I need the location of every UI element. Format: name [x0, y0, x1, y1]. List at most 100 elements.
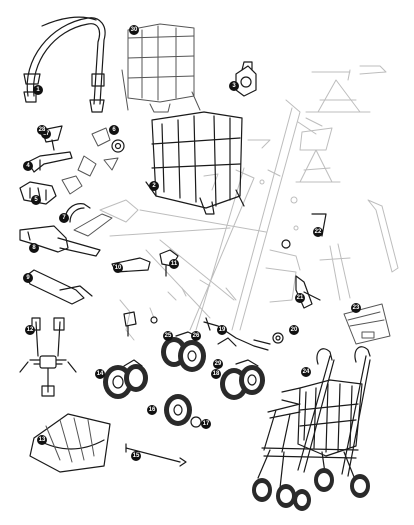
callout-dot	[37, 125, 47, 135]
callout-dot	[217, 325, 227, 335]
callout-dot	[95, 369, 105, 379]
ghost-frame-assembly	[99, 65, 399, 341]
callout-number: 9	[26, 275, 30, 281]
callout-badge-7: 7	[59, 213, 69, 223]
callout-badge-4: 4	[23, 161, 33, 171]
callout-number: 27	[43, 131, 50, 137]
part-bumper-bar	[19, 225, 101, 257]
callout-dot	[29, 243, 39, 253]
callout-number: 26	[193, 333, 200, 339]
callout-badge-25: 25	[163, 331, 173, 341]
callout-badge-6: 6	[109, 125, 119, 135]
callout-badge-19: 19	[217, 325, 227, 335]
callout-dot	[201, 419, 211, 429]
callout-number: 11	[171, 261, 178, 267]
part-allen-key	[311, 213, 327, 237]
callout-number: 18	[213, 371, 220, 377]
callout-number: 3	[232, 83, 236, 89]
callout-badge-3: 3	[229, 81, 239, 91]
part-side-link	[281, 239, 321, 309]
callout-number: 12	[27, 327, 34, 333]
callout-dot	[147, 405, 157, 415]
callout-badge-28: 28	[37, 125, 47, 135]
callout-badge-21: 21	[295, 293, 305, 303]
part-hinge-ring	[77, 127, 125, 177]
callout-dot	[131, 451, 141, 461]
callout-number: 29	[215, 361, 222, 367]
callout-number: 10	[115, 265, 122, 271]
callout-dot	[129, 25, 139, 35]
callout-badge-30: 30	[129, 25, 139, 35]
callout-number: 15	[133, 453, 140, 459]
callout-badge-1: 1	[33, 85, 43, 95]
callout-number: 21	[297, 295, 304, 301]
callout-dot	[295, 293, 305, 303]
callout-badge-18: 18	[211, 369, 221, 379]
part-harness	[19, 317, 77, 397]
part-clamp	[235, 61, 257, 97]
part-brake-link	[111, 249, 179, 277]
callout-badge-14: 14	[95, 369, 105, 379]
callout-dot	[37, 435, 47, 445]
callout-badge-10: 10	[113, 263, 123, 273]
callout-dot	[211, 369, 221, 379]
callout-number: 13	[39, 437, 46, 443]
callout-badge-13: 13	[37, 435, 47, 445]
assembled-stroller	[252, 346, 371, 511]
callout-badge-20: 20	[289, 325, 299, 335]
callout-number: 17	[203, 421, 210, 427]
callout-number: 4	[26, 163, 30, 169]
callout-dot	[169, 259, 179, 269]
callout-badge-26: 26	[191, 331, 201, 341]
callout-number: 23	[353, 305, 360, 311]
part-seat-back-lower	[145, 111, 245, 215]
callout-badge-15: 15	[131, 451, 141, 461]
callout-dot	[23, 161, 33, 171]
part-handle-arch	[23, 16, 106, 113]
part-gears	[253, 332, 284, 345]
callout-badge-16: 16	[147, 405, 157, 415]
callout-badge-22: 22	[313, 227, 323, 237]
callout-badge-24: 24	[301, 367, 311, 377]
callout-badge-9: 9	[23, 273, 33, 283]
callout-number: 20	[291, 327, 298, 333]
callout-number: 16	[149, 407, 156, 413]
callout-dot	[149, 181, 159, 191]
callout-dot	[163, 331, 173, 341]
callout-dot	[301, 367, 311, 377]
callout-dot	[109, 125, 119, 135]
callout-number: 25	[165, 333, 172, 339]
callout-dot	[289, 325, 299, 335]
part-seat-back-upper	[121, 23, 201, 113]
callout-number: 28	[39, 127, 46, 133]
callout-number: 30	[131, 27, 138, 33]
callout-badge-2: 2	[149, 181, 159, 191]
callout-number: 24	[303, 369, 310, 375]
callout-number: 8	[32, 245, 36, 251]
callout-dot	[229, 81, 239, 91]
callout-badge-8: 8	[29, 243, 39, 253]
callout-number: 5	[34, 197, 38, 203]
callout-number: 7	[62, 215, 66, 221]
callout-dot	[213, 359, 223, 369]
callout-number: 22	[315, 229, 322, 235]
callout-dot	[313, 227, 323, 237]
callout-dot	[33, 85, 43, 95]
callout-number: 1	[36, 87, 40, 93]
callout-badge-12: 12	[25, 325, 35, 335]
callout-dot	[31, 195, 41, 205]
callout-badge-29: 29	[213, 359, 223, 369]
callout-badge-23: 23	[351, 303, 361, 313]
part-arm-rail	[25, 269, 93, 305]
callout-dot	[191, 331, 201, 341]
callout-number: 6	[112, 127, 116, 133]
callout-badge-11: 11	[169, 259, 179, 269]
part-wheel-set	[103, 317, 269, 428]
callout-badge-17: 17	[201, 419, 211, 429]
callout-dot	[25, 325, 35, 335]
part-small-pieces	[123, 311, 158, 337]
part-seat-fabric	[343, 303, 391, 345]
